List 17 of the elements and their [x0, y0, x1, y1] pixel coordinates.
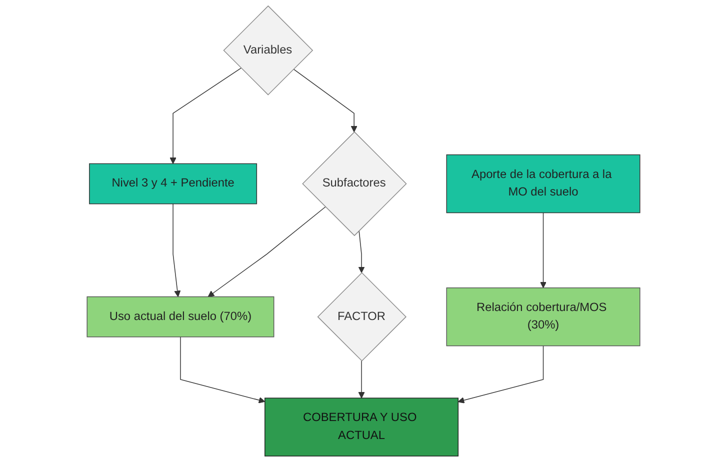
- node-diamond: Subfactores: [302, 131, 407, 236]
- node-box: Nivel 3 y 4 + Pendiente: [89, 163, 258, 204]
- arrow: [172, 203, 181, 298]
- arrow: [170, 68, 242, 164]
- node-box: Relación cobertura/MOS (30%): [446, 287, 640, 346]
- arrow: [358, 230, 365, 274]
- arrow: [458, 345, 544, 404]
- node-diamond: Variables: [223, 5, 314, 96]
- arrow: [293, 68, 358, 132]
- arrow: [208, 206, 326, 298]
- arrow: [358, 360, 365, 398]
- node-box: Uso actual del suelo (70%): [86, 296, 274, 338]
- node-diamond: FACTOR: [317, 272, 406, 362]
- node-box: Aporte de la cobertura a la MO del suelo: [446, 154, 640, 214]
- arrow: [180, 336, 266, 404]
- arrow: [540, 212, 547, 288]
- node-box: COBERTURA Y USO ACTUAL: [264, 398, 459, 456]
